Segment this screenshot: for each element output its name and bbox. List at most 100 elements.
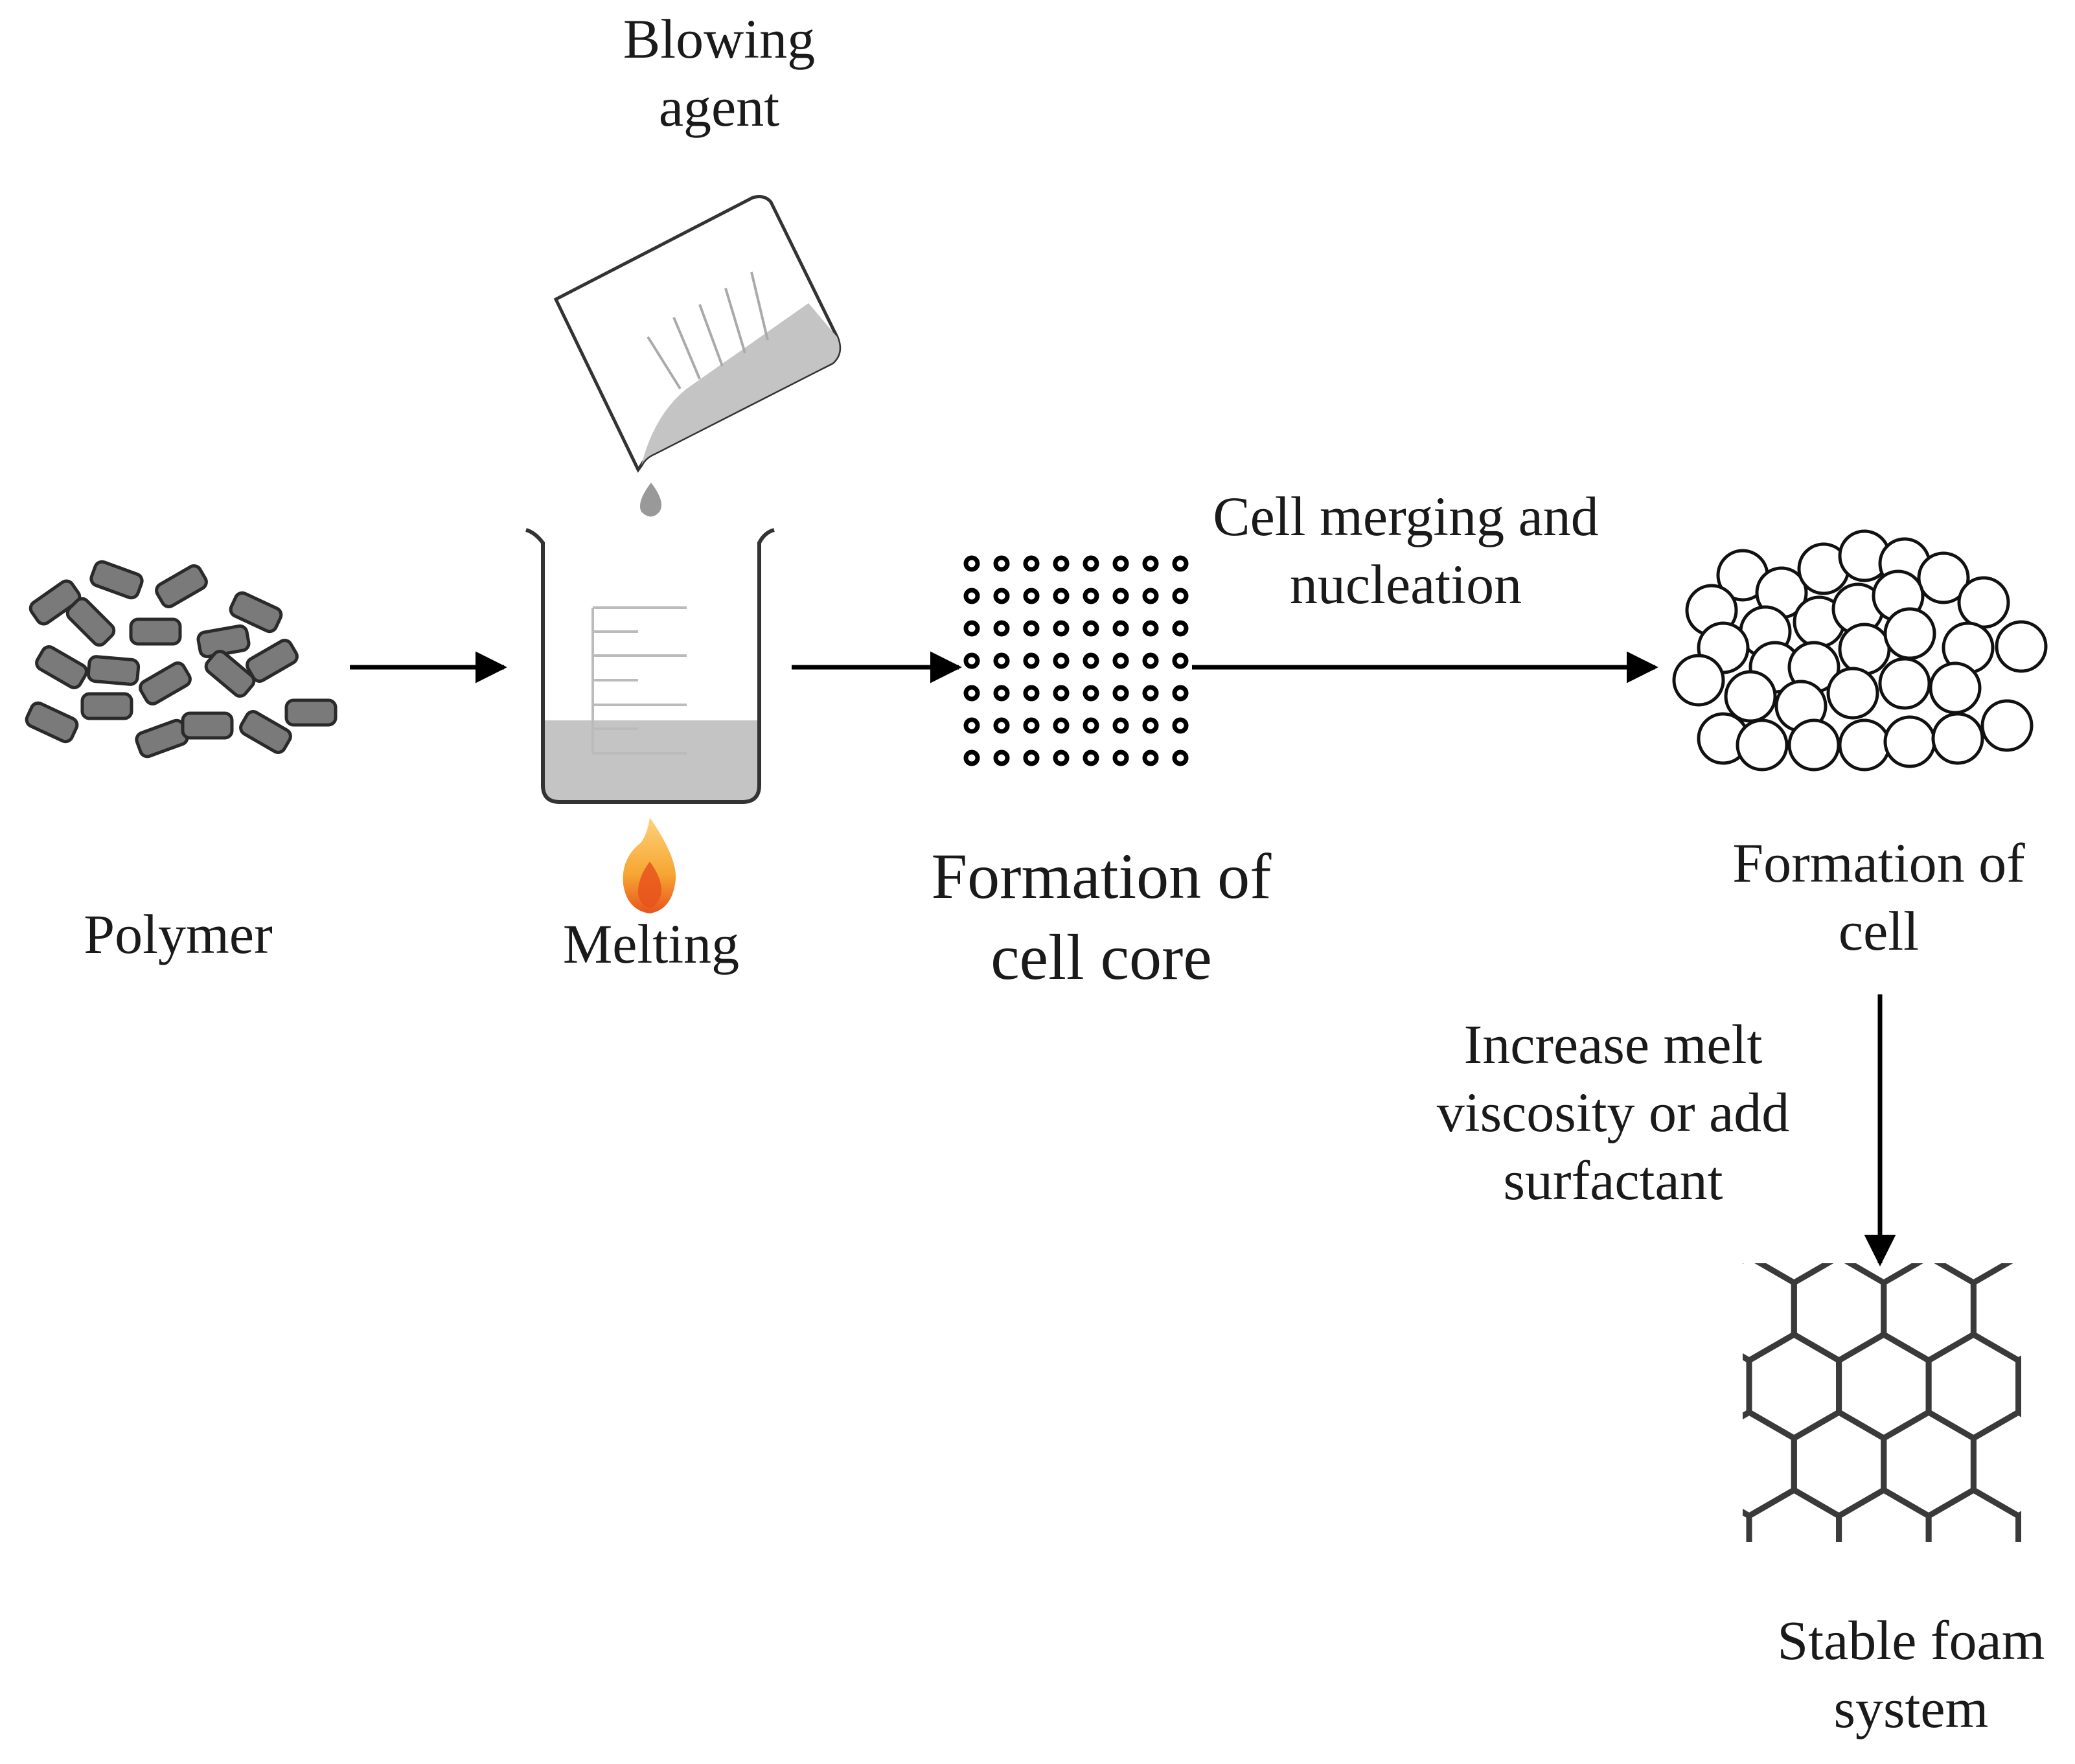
core-dot bbox=[1083, 685, 1099, 702]
core-dot bbox=[1053, 717, 1070, 734]
core-dot bbox=[963, 588, 980, 604]
label-stable-foam: Stable foam system bbox=[1749, 1607, 2073, 1743]
label-line: cell bbox=[1838, 899, 1920, 962]
core-dot bbox=[993, 652, 1010, 669]
core-dot bbox=[993, 685, 1010, 702]
core-dot bbox=[1172, 685, 1189, 702]
bubble bbox=[1878, 657, 1931, 710]
core-dot bbox=[1172, 620, 1189, 637]
pellet bbox=[239, 710, 292, 754]
core-dot bbox=[1112, 717, 1129, 734]
core-dot bbox=[1023, 685, 1040, 702]
label-polymer: Polymer bbox=[84, 903, 273, 965]
bubble bbox=[1995, 620, 2048, 673]
honeycomb-foam bbox=[1614, 1257, 2021, 1542]
bubble bbox=[1957, 576, 2010, 629]
pouring-beaker-icon bbox=[553, 195, 842, 517]
label-blowing-agent: Blowing agent bbox=[557, 5, 881, 141]
pellet bbox=[35, 645, 88, 689]
core-dot bbox=[1083, 717, 1099, 734]
pellet bbox=[229, 591, 283, 634]
core-dot bbox=[993, 555, 1010, 572]
pellet bbox=[89, 560, 144, 600]
hex-cell bbox=[1836, 1487, 1932, 1542]
core-dot bbox=[1142, 652, 1159, 669]
core-dot bbox=[1172, 555, 1189, 572]
pellet bbox=[86, 655, 141, 686]
bubble bbox=[1883, 607, 1936, 660]
core-dot bbox=[1083, 555, 1099, 572]
core-dot bbox=[1083, 652, 1099, 669]
pellet bbox=[65, 597, 116, 647]
core-dot bbox=[1172, 588, 1189, 604]
core-dot bbox=[1142, 750, 1159, 766]
label-line: system bbox=[1833, 1677, 1989, 1739]
core-dot bbox=[1023, 620, 1040, 637]
bubble bbox=[1931, 712, 1984, 765]
label-line: viscosity or add bbox=[1436, 1081, 1790, 1143]
core-dot bbox=[1112, 652, 1129, 669]
label-line: nucleation bbox=[1289, 553, 1522, 615]
label-cell-merging: Cell merging and nucleation bbox=[1166, 483, 1645, 619]
core-dot bbox=[1083, 588, 1099, 604]
bubble bbox=[1838, 718, 1891, 772]
drop-icon bbox=[639, 483, 662, 517]
core-dot bbox=[1023, 555, 1040, 572]
core-dot bbox=[1053, 588, 1070, 604]
hex-cell bbox=[1743, 1509, 1752, 1542]
core-dot bbox=[963, 652, 980, 669]
pellet bbox=[129, 617, 182, 646]
label-line: Increase melt bbox=[1463, 1013, 1763, 1075]
bubble bbox=[1736, 718, 1789, 772]
core-dot bbox=[1083, 620, 1099, 637]
label-increase-viscosity: Increase melt viscosity or add surfactan… bbox=[1380, 1011, 1846, 1215]
core-dot bbox=[1023, 750, 1040, 766]
pellet bbox=[181, 711, 234, 740]
pellet bbox=[284, 698, 338, 727]
core-dot bbox=[1142, 685, 1159, 702]
core-dot bbox=[1053, 555, 1070, 572]
bubble bbox=[1672, 654, 1725, 707]
core-dot bbox=[1142, 620, 1159, 637]
core-dot bbox=[1023, 652, 1040, 669]
hex-cell bbox=[2015, 1511, 2021, 1542]
core-dot bbox=[1112, 620, 1129, 637]
core-dot bbox=[963, 750, 980, 766]
bubble bbox=[1917, 551, 1970, 604]
core-dot bbox=[1053, 685, 1070, 702]
core-dot bbox=[1053, 652, 1070, 669]
pellet bbox=[139, 661, 192, 705]
bubble-cluster bbox=[1672, 529, 2048, 772]
beaker-icon bbox=[525, 528, 775, 804]
core-dot bbox=[1142, 717, 1159, 734]
core-dot bbox=[1112, 588, 1129, 604]
hex-cell bbox=[1614, 1412, 1704, 1516]
bubble bbox=[1787, 718, 1840, 772]
pellet bbox=[204, 650, 256, 698]
core-dot bbox=[1023, 588, 1040, 604]
core-dot bbox=[963, 717, 980, 734]
label-line: Formation of bbox=[1732, 832, 2025, 894]
bubble bbox=[1826, 667, 1879, 720]
hex-cell bbox=[1743, 1353, 1752, 1419]
core-dot bbox=[963, 685, 980, 702]
label-line: Cell merging and bbox=[1213, 485, 1599, 547]
label-line: surfactant bbox=[1503, 1149, 1723, 1211]
core-dot bbox=[1142, 555, 1159, 572]
core-dot bbox=[1112, 685, 1129, 702]
label-line: Formation of bbox=[931, 840, 1272, 912]
label-line: Blowing bbox=[623, 8, 816, 70]
core-dot bbox=[963, 620, 980, 637]
label-line: agent bbox=[658, 75, 780, 138]
core-dot bbox=[1053, 620, 1070, 637]
flame-icon bbox=[623, 818, 676, 913]
core-dot bbox=[1112, 555, 1129, 572]
hex-cell bbox=[1925, 1487, 2021, 1542]
bubble bbox=[1980, 699, 2034, 752]
pellet bbox=[29, 579, 82, 626]
core-dot bbox=[963, 555, 980, 572]
hex-cell bbox=[1614, 1257, 1704, 1360]
pellet bbox=[80, 692, 133, 720]
